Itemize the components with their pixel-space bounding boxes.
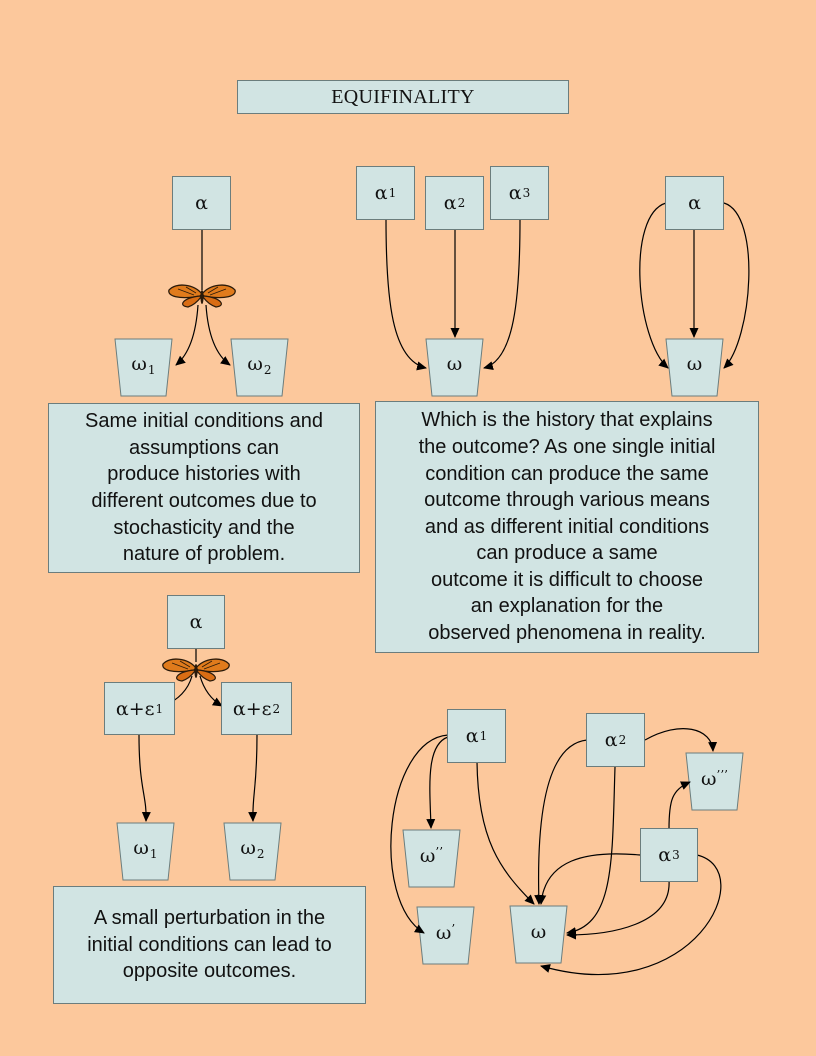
arrow-right-alpha-right-curve [723,202,750,369]
alpha-box-bottom-left: α [167,595,225,649]
outcome-label-omega2-top: ω2 [247,353,272,377]
outcome-label-omega-middle: ω [446,353,463,375]
page-title: EQUIFINALITY [331,85,475,108]
outcome-trapezoid-omega1-bottom [116,822,175,881]
alpha-box-top-left: α [172,176,231,230]
outcome-trapezoid-omega2-bottom [223,822,282,881]
outcome-label-omega-right: ω [686,353,703,375]
arrow-alpha1-to-omega-center [476,761,535,905]
outcome-label-omega-double: ω’’ [419,845,444,867]
outcome-label-omega-center: ω [530,921,547,943]
outcome-label-omega1-top: ω1 [131,353,156,377]
arrow-alpha3-to-omega-center-top [537,853,641,905]
butterfly-icon [162,658,230,682]
alpha-box-top-right: α [665,176,724,230]
arrow-alpha1-to-omega-double [426,736,449,829]
outcome-label-omega2-bottom: ω2 [240,837,265,861]
arrow-butterfly-to-omega1 [175,304,199,366]
butterfly-icon [168,284,236,308]
arrow-alpha2-to-omega-triple [644,728,718,752]
arrow-alpha3-to-omega-center-bottom [540,854,722,976]
outcome-trapezoid-omega-double [402,829,461,888]
outcome-trapezoid-omega1-top [114,338,173,397]
arrow-perturbed2-to-omega2 [248,734,258,822]
arrow-alpha2-to-omega-center [534,739,588,905]
arrow-alpha1-to-omega [385,218,427,371]
arrow-butterfly-to-omega2 [205,304,231,366]
caption-box-middle: Which is the history that explains the o… [375,401,759,653]
node-label: α [195,192,208,214]
outcome-trapezoid-omega-triple [685,752,744,811]
caption-box-bottom-left: A small perturbation in the initial cond… [53,886,366,1004]
title-box: EQUIFINALITY [237,80,569,114]
arrow-alpha2-to-omega-center-right [566,766,616,936]
caption-text: Which is the history that explains the o… [418,409,716,645]
arrow-right-alpha-left-curve [639,202,669,369]
outcome-trapezoid-omega-center [509,905,568,964]
outcome-label-omega1-bottom: ω1 [133,837,158,861]
outcome-trapezoid-omega-middle [425,338,484,397]
arrow-alpha3-to-omega-center-left [566,879,670,940]
outcome-trapezoid-omega-right [665,338,724,397]
arrow-butterfly-to-perturbed2 [199,675,223,707]
arrow-alpha3-to-omega [483,218,521,371]
outcome-label-omega-triple: ω’’’ [701,768,728,790]
arrow-perturbed1-to-omega1 [138,734,151,822]
caption-box-top-left: Same initial conditions and assumptions … [48,403,360,573]
outcome-trapezoid-omega-prime [416,906,475,965]
arrow-alpha1-to-omega-prime [390,734,449,934]
arrow-alpha3-to-omega-triple [668,781,691,830]
outcome-trapezoid-omega2-top [230,338,289,397]
caption-text: A small perturbation in the initial cond… [87,907,332,983]
outcome-label-omega-prime: ω’ [435,922,456,944]
caption-text: Same initial conditions and assumptions … [85,410,323,566]
